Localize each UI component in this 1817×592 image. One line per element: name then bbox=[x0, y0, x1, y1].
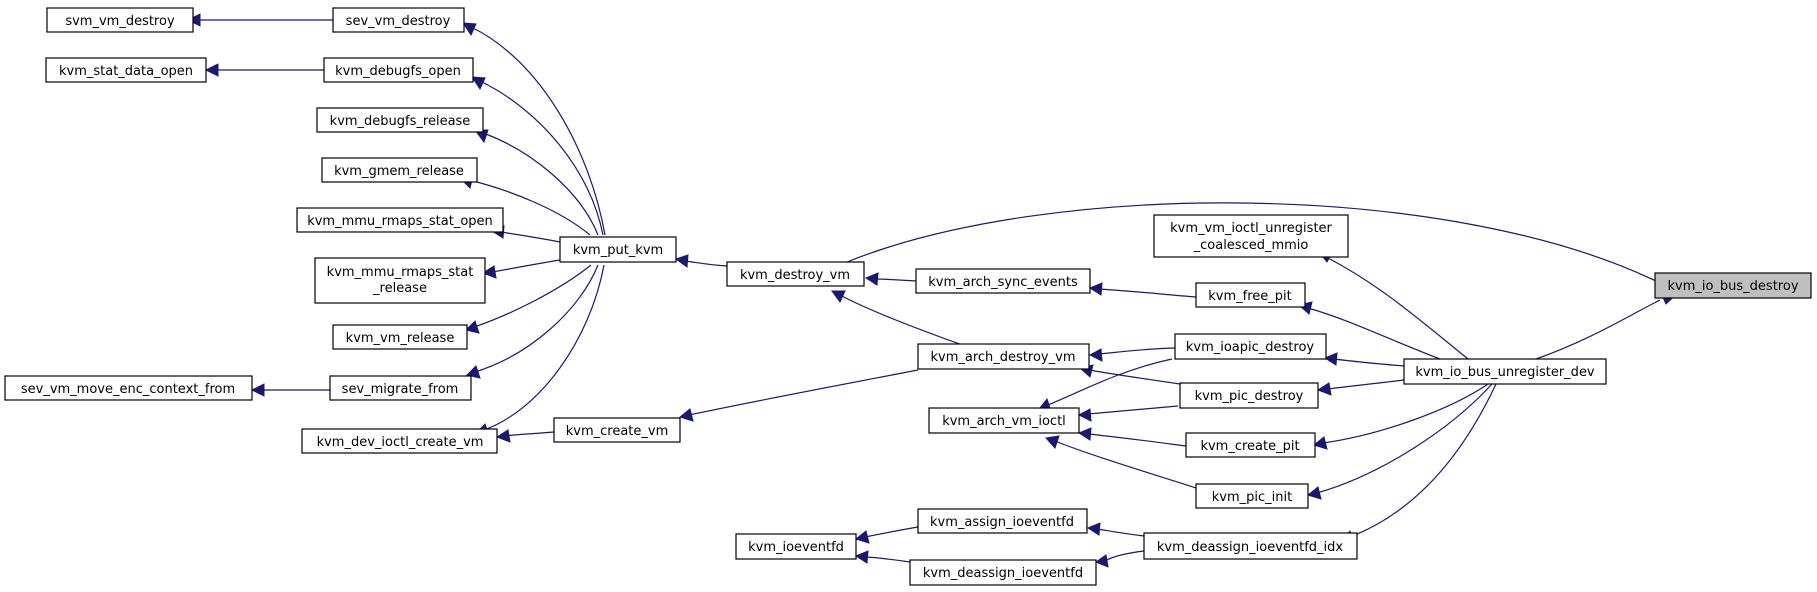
edge-ioapic-to-arch-destroy bbox=[1088, 347, 1176, 362]
svg-text:kvm_io_bus_unregister_dev: kvm_io_bus_unregister_dev bbox=[1415, 365, 1595, 380]
svg-text:kvm_debugfs_release: kvm_debugfs_release bbox=[330, 114, 471, 129]
svg-text:kvm_dev_ioctl_create_vm: kvm_dev_ioctl_create_vm bbox=[317, 435, 484, 450]
edge-create-pit-to-arch-vm-ioctl bbox=[1077, 427, 1187, 447]
node-sev-vm-destroy[interactable]: sev_vm_destroy bbox=[332, 7, 465, 33]
edge-put-kvm-to-vm-release bbox=[465, 264, 592, 334]
svg-text:sev_vm_move_enc_context_from: sev_vm_move_enc_context_from bbox=[21, 382, 235, 397]
edge-unregister-to-create-pit bbox=[1312, 383, 1489, 450]
node-sev-vm-move-enc-context-from[interactable]: sev_vm_move_enc_context_from bbox=[4, 375, 253, 401]
node-kvm-put-kvm[interactable]: kvm_put_kvm bbox=[559, 236, 677, 263]
node-kvm-stat-data-open[interactable]: kvm_stat_data_open bbox=[45, 57, 207, 83]
node-kvm-ioeventfd[interactable]: kvm_ioeventfd bbox=[735, 533, 857, 560]
svg-text:sev_migrate_from: sev_migrate_from bbox=[342, 382, 459, 397]
edge-pic-destroy-to-arch-vm-ioctl bbox=[1077, 405, 1179, 422]
edge-arch-destroy-to-destroy-vm bbox=[831, 290, 969, 348]
svg-text:kvm_vm_release: kvm_vm_release bbox=[346, 331, 455, 346]
edge-sync-events-to-destroy-vm bbox=[864, 272, 917, 286]
node-kvm-io-bus-destroy[interactable]: kvm_io_bus_destroy bbox=[1654, 272, 1812, 299]
edge-unregister-to-coalesced-mmio bbox=[1316, 249, 1469, 360]
svg-text:kvm_create_pit: kvm_create_pit bbox=[1200, 439, 1299, 454]
edge-unregister-to-deassign-idx bbox=[1341, 383, 1497, 544]
node-kvm-arch-vm-ioctl[interactable]: kvm_arch_vm_ioctl bbox=[928, 407, 1080, 434]
node-kvm-create-vm[interactable]: kvm_create_vm bbox=[553, 417, 681, 443]
edge-free-pit-to-sync-events bbox=[1088, 282, 1197, 298]
svg-text:kvm_pic_init: kvm_pic_init bbox=[1212, 490, 1292, 505]
svg-text:kvm_deassign_ioeventfd_idx: kvm_deassign_ioeventfd_idx bbox=[1157, 540, 1344, 555]
svg-text:_release: _release bbox=[372, 281, 427, 296]
svg-text:kvm_io_bus_destroy: kvm_io_bus_destroy bbox=[1667, 279, 1798, 294]
edge-put-kvm-to-debugfs-open bbox=[471, 76, 604, 236]
edge-root-to-unregister-dev bbox=[1535, 287, 1685, 360]
svg-text:kvm_free_pit: kvm_free_pit bbox=[1208, 289, 1291, 304]
edge-deassign-to-ioeventfd bbox=[854, 550, 911, 564]
node-kvm-mmu-rmaps-stat-open[interactable]: kvm_mmu_rmaps_stat_open bbox=[296, 207, 504, 233]
edge-deassign-idx-to-deassign bbox=[1094, 550, 1145, 568]
node-kvm-ioapic-destroy[interactable]: kvm_ioapic_destroy bbox=[1174, 333, 1327, 360]
node-kvm-destroy-vm[interactable]: kvm_destroy_vm bbox=[726, 261, 865, 287]
svg-text:kvm_create_vm: kvm_create_vm bbox=[566, 424, 669, 439]
edge-sev-vm-destroy-to-svm bbox=[186, 13, 333, 27]
edge-debugfs-open-to-stat-data bbox=[204, 63, 324, 77]
node-kvm-deassign-ioeventfd[interactable]: kvm_deassign_ioeventfd bbox=[909, 559, 1097, 586]
svg-text:kvm_vm_ioctl_unregister: kvm_vm_ioctl_unregister bbox=[1170, 221, 1332, 236]
edge-arch-destroy-to-create-vm bbox=[678, 369, 919, 422]
edge-unregister-to-pic-init bbox=[1306, 383, 1493, 500]
svg-text:kvm_destroy_vm: kvm_destroy_vm bbox=[740, 268, 850, 283]
node-kvm-gmem-release[interactable]: kvm_gmem_release bbox=[321, 157, 478, 183]
node-kvm-io-bus-unregister-dev[interactable]: kvm_io_bus_unregister_dev bbox=[1403, 358, 1607, 385]
edge-unregister-to-ioapic bbox=[1323, 352, 1405, 367]
edge-deassign-idx-to-assign bbox=[1086, 522, 1145, 537]
node-svm-vm-destroy[interactable]: svm_vm_destroy bbox=[46, 7, 194, 33]
svg-text:kvm_stat_data_open: kvm_stat_data_open bbox=[59, 64, 193, 79]
node-kvm-create-pit[interactable]: kvm_create_pit bbox=[1185, 432, 1316, 458]
edge-unregister-to-pic-destroy bbox=[1316, 379, 1405, 396]
node-kvm-arch-destroy-vm[interactable]: kvm_arch_destroy_vm bbox=[917, 343, 1090, 370]
edge-pic-destroy-to-arch-destroy bbox=[1078, 364, 1181, 385]
svg-text:kvm_ioeventfd: kvm_ioeventfd bbox=[748, 540, 844, 555]
edge-sev-migrate-to-move-enc bbox=[250, 383, 330, 397]
svg-text:kvm_assign_ioeventfd: kvm_assign_ioeventfd bbox=[930, 515, 1074, 530]
node-kvm-debugfs-open[interactable]: kvm_debugfs_open bbox=[323, 57, 474, 83]
svg-text:kvm_ioapic_destroy: kvm_ioapic_destroy bbox=[1186, 340, 1315, 355]
node-kvm-dev-ioctl-create-vm[interactable]: kvm_dev_ioctl_create_vm bbox=[301, 428, 498, 454]
node-kvm-pic-destroy[interactable]: kvm_pic_destroy bbox=[1179, 382, 1319, 409]
edge-create-vm-to-dev-ioctl bbox=[495, 429, 555, 443]
svg-text:_coalesced_mmio: _coalesced_mmio bbox=[1193, 238, 1309, 253]
node-kvm-vm-ioctl-unregister-coalesced-mmio[interactable]: kvm_vm_ioctl_unregister _coalesced_mmio bbox=[1153, 214, 1349, 258]
svg-text:kvm_put_kvm: kvm_put_kvm bbox=[573, 243, 663, 258]
svg-text:kvm_mmu_rmaps_stat_open: kvm_mmu_rmaps_stat_open bbox=[307, 214, 493, 229]
svg-text:kvm_arch_sync_events: kvm_arch_sync_events bbox=[928, 275, 1078, 290]
svg-text:sev_vm_destroy: sev_vm_destroy bbox=[346, 14, 451, 29]
node-kvm-deassign-ioeventfd-idx[interactable]: kvm_deassign_ioeventfd_idx bbox=[1143, 532, 1358, 560]
edge-put-kvm-to-sev-migrate bbox=[466, 264, 599, 379]
svg-text:kvm_gmem_release: kvm_gmem_release bbox=[334, 164, 464, 179]
edge-pic-init-to-arch-vm-ioctl bbox=[1045, 435, 1197, 489]
node-sev-migrate-from[interactable]: sev_migrate_from bbox=[329, 375, 472, 401]
svg-text:kvm_debugfs_open: kvm_debugfs_open bbox=[335, 64, 461, 79]
svg-text:svm_vm_destroy: svm_vm_destroy bbox=[65, 14, 175, 29]
edge-put-kvm-to-sev-vm-destroy bbox=[462, 22, 606, 236]
edge-destroy-vm-to-put-kvm bbox=[674, 254, 728, 268]
call-edges bbox=[186, 13, 1685, 568]
svg-text:kvm_mmu_rmaps_stat: kvm_mmu_rmaps_stat bbox=[327, 265, 474, 280]
svg-text:kvm_arch_destroy_vm: kvm_arch_destroy_vm bbox=[931, 350, 1076, 365]
node-kvm-mmu-rmaps-stat-release[interactable]: kvm_mmu_rmaps_stat_release bbox=[314, 257, 486, 304]
svg-text:kvm_pic_destroy: kvm_pic_destroy bbox=[1195, 389, 1304, 404]
node-kvm-arch-sync-events[interactable]: kvm_arch_sync_events bbox=[915, 268, 1091, 294]
node-kvm-vm-release[interactable]: kvm_vm_release bbox=[332, 324, 468, 350]
node-kvm-free-pit[interactable]: kvm_free_pit bbox=[1195, 282, 1306, 308]
call-nodes: svm_vm_destroy sev_vm_destroy kvm_stat_d… bbox=[4, 7, 1812, 586]
node-kvm-debugfs-release[interactable]: kvm_debugfs_release bbox=[316, 107, 484, 133]
svg-text:kvm_deassign_ioeventfd: kvm_deassign_ioeventfd bbox=[923, 566, 1083, 581]
node-kvm-pic-init[interactable]: kvm_pic_init bbox=[1195, 483, 1309, 509]
svg-text:kvm_arch_vm_ioctl: kvm_arch_vm_ioctl bbox=[942, 414, 1066, 429]
node-kvm-assign-ioeventfd[interactable]: kvm_assign_ioeventfd bbox=[917, 508, 1088, 534]
edge-put-kvm-to-rmaps-release bbox=[481, 259, 561, 279]
edge-assign-to-ioeventfd bbox=[854, 526, 919, 544]
